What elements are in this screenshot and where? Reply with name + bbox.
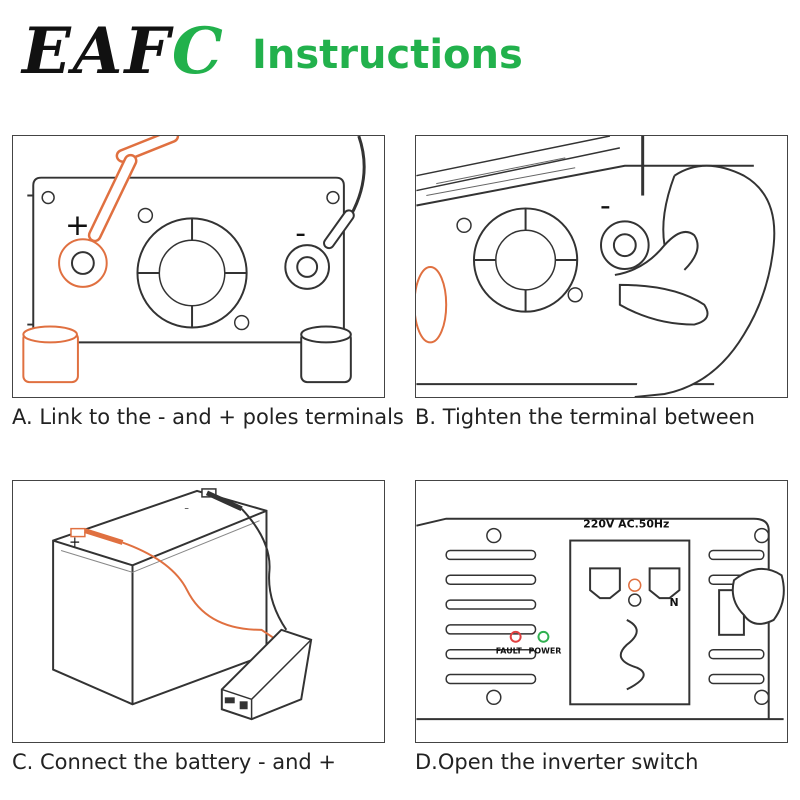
panel-a-drawing: + - xyxy=(22,136,366,384)
n-label: N xyxy=(669,596,678,609)
fault-label: FAULT xyxy=(496,647,523,656)
panel-c-illustration: + - xyxy=(12,480,385,743)
panel-d-illustration: 220V AC.50Hz N FAULT POWER xyxy=(415,480,788,743)
plus-sign-label: + xyxy=(69,534,81,550)
panel-c-drawing: + - xyxy=(52,488,313,721)
header: EAFC Instructions xyxy=(0,0,800,110)
panel-b-illustration: - xyxy=(415,135,788,398)
caption-b: B. Tighten the terminal between xyxy=(415,405,755,429)
panel-a-illustration: + - xyxy=(12,135,385,398)
minus-sign-label: - xyxy=(295,216,306,251)
caption-a: A. Link to the - and + poles terminals xyxy=(12,405,404,429)
power-label: POWER xyxy=(529,647,562,656)
logo-text-dark: EAF xyxy=(22,14,172,89)
logo-text-green: C xyxy=(171,14,225,89)
panel-b-drawing: - xyxy=(416,136,776,397)
page-title: Instructions xyxy=(252,32,523,78)
caption-c: C. Connect the battery - and + xyxy=(12,750,337,774)
spec-label: 220V AC.50Hz xyxy=(583,518,669,531)
minus-sign-label: - xyxy=(184,501,189,517)
panel-d-drawing: 220V AC.50Hz N FAULT POWER xyxy=(416,518,785,721)
brand-logo: EAFC xyxy=(22,14,225,89)
minus-sign-label: - xyxy=(600,188,611,223)
caption-d: D.Open the inverter switch xyxy=(415,750,699,774)
plus-sign-label: + xyxy=(65,208,90,243)
